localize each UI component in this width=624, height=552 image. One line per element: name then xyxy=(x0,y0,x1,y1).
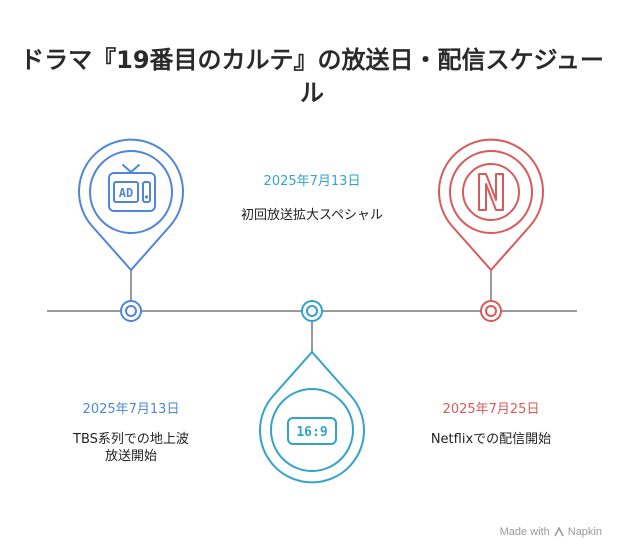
event-3-description: Netflixでの配信開始 xyxy=(430,432,552,447)
napkin-brand: Napkin xyxy=(567,526,602,538)
napkin-logo-icon xyxy=(554,527,564,537)
made-with-napkin: Made with Napkin xyxy=(500,526,602,538)
event-1-description: TBS系列での地上波放送開始 xyxy=(73,432,189,464)
netflix-pin xyxy=(438,138,544,300)
event-3-date: 2025年7月25日 xyxy=(442,402,540,417)
event-2-description: 初回放送拡大スペシャル xyxy=(240,208,384,223)
made-with-label: Made with xyxy=(499,526,550,538)
widescreen-pin: 16:9 xyxy=(259,321,365,484)
event-2-date: 2025年7月13日 xyxy=(263,174,361,189)
event-1-date: 2025年7月13日 xyxy=(82,402,180,417)
event-3: 2025年7月25日 Netflixでの配信開始 xyxy=(411,401,571,448)
page-title: ドラマ『19番目のカルテ』の放送日・配信スケジュール xyxy=(20,46,604,107)
event-1: 2025年7月13日 TBS系列での地上波放送開始 xyxy=(61,401,201,465)
netflix-logo-icon xyxy=(462,163,520,221)
widescreen-16-9-icon: 16:9 xyxy=(287,417,337,445)
tv-pin: AD xyxy=(78,138,184,300)
widescreen-icon-text: 16:9 xyxy=(296,425,327,440)
event-2: 2025年7月13日 初回放送拡大スペシャル xyxy=(222,173,402,224)
tv-ad-icon: AD xyxy=(108,164,156,212)
tv-icon-text: AD xyxy=(119,186,133,200)
